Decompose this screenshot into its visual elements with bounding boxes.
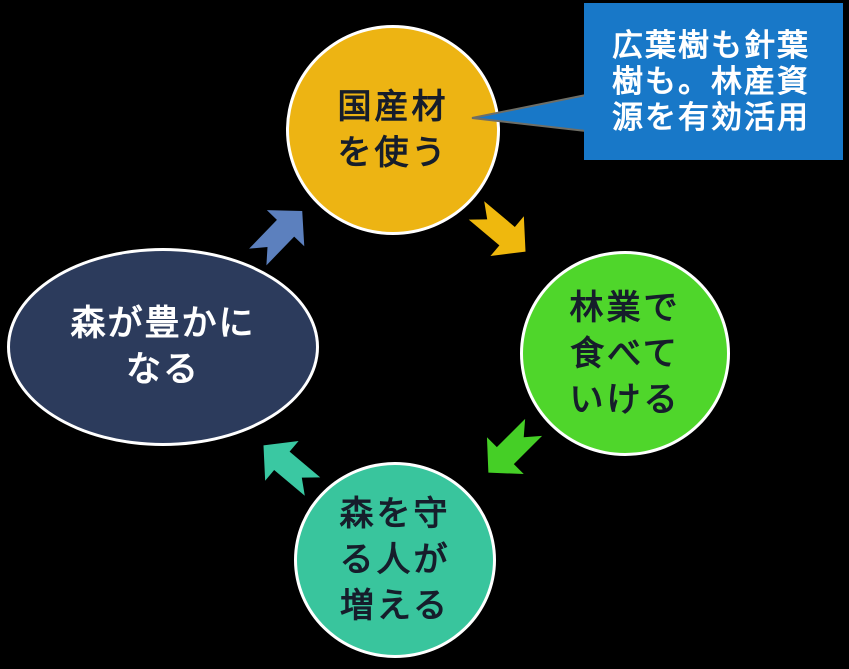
label-line: いける xyxy=(569,379,681,420)
node-forestry-livelihood-label: 林業で 食べて いける xyxy=(570,285,681,423)
label-line: なる xyxy=(125,349,200,390)
label-line: 国産材 xyxy=(337,87,449,127)
node-forest-keepers-increase: 森を守 る人が 増える xyxy=(294,462,496,658)
node-forest-becomes-rich: 森が豊かに なる xyxy=(7,248,319,446)
callout-line: 広葉樹も針葉 xyxy=(612,27,810,64)
callout-box: 広葉樹も針葉 樹も。林産資 源を有効活用 xyxy=(584,3,843,160)
label-line: 食べて xyxy=(570,333,680,374)
label-line: 林業で xyxy=(569,287,681,328)
label-line: 森が豊かに xyxy=(70,303,256,344)
label-line: る人が xyxy=(339,540,451,580)
arrow-left-to-top-icon xyxy=(249,210,305,266)
node-forest-becomes-rich-label: 森が豊かに なる xyxy=(70,301,255,393)
node-use-domestic-wood: 国産材 を使う xyxy=(286,25,500,235)
label-line: を使う xyxy=(337,133,449,173)
node-use-domestic-wood-label: 国産材 を使う xyxy=(338,84,449,176)
node-forestry-livelihood: 林業で 食べて いける xyxy=(520,251,730,456)
callout-line: 源を有効活用 xyxy=(612,99,810,136)
label-line: 森を守 xyxy=(339,494,451,534)
arrow-right-to-bottom-icon xyxy=(486,418,543,475)
label-line: 増える xyxy=(340,586,450,626)
callout-line: 樹も。林産資 xyxy=(612,63,810,100)
node-forest-keepers-increase-label: 森を守 る人が 増える xyxy=(340,491,451,629)
callout-text: 広葉樹も針葉 樹も。林産資 源を有効活用 xyxy=(612,28,810,136)
arrow-top-to-right-icon xyxy=(468,201,526,257)
arrow-bottom-to-left-icon xyxy=(263,440,321,496)
